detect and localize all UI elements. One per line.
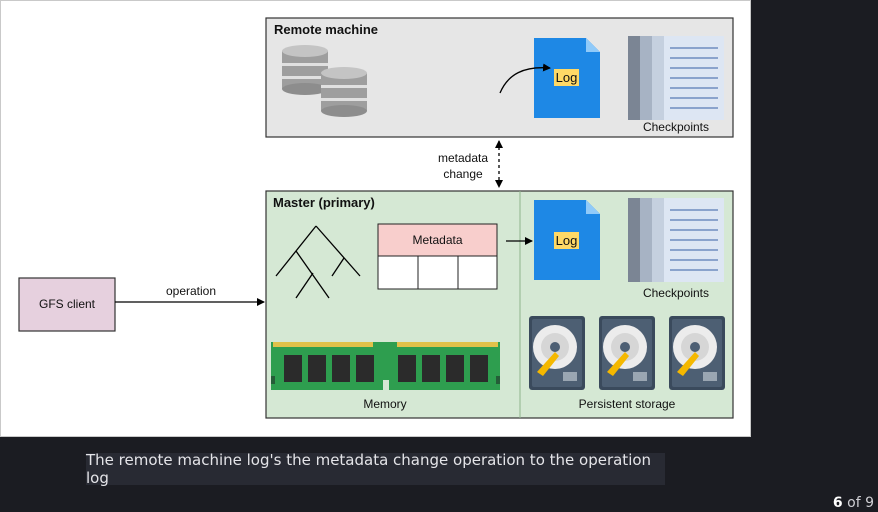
- memory-label: Memory: [363, 397, 406, 411]
- master-log-icon: Log: [534, 200, 600, 280]
- gfs-client-label: GFS client: [39, 297, 96, 311]
- master-box: Master (primary) Metadata Log Checkpoint: [265, 190, 734, 419]
- persistent-storage-label: Persistent storage: [579, 397, 676, 411]
- master-log-label: Log: [556, 233, 578, 248]
- slide-caption: The remote machine log's the metadata ch…: [86, 451, 665, 487]
- master-checkpoints-label: Checkpoints: [643, 286, 709, 300]
- operation-label: operation: [166, 284, 216, 298]
- remote-machine-box: Remote machine Log Checkpoints: [265, 17, 734, 138]
- gfs-diagram: Remote machine Log Checkpoints metadata …: [18, 17, 734, 419]
- caption-text: The remote machine log's the metadata ch…: [86, 451, 652, 487]
- hard-drive-icon: [669, 316, 725, 390]
- metadata-change-label-line1: metadata: [438, 151, 488, 165]
- hard-drive-icon: [529, 316, 585, 390]
- remote-checkpoints-label: Checkpoints: [643, 120, 709, 134]
- master-checkpoints-icon: [627, 197, 725, 283]
- slide-pager: 6 of 9: [833, 495, 874, 511]
- log-write-arrow: [499, 63, 551, 94]
- tree-icon: [275, 225, 361, 299]
- remote-checkpoints-icon: [627, 35, 725, 121]
- remote-machine-title: Remote machine: [274, 22, 378, 37]
- metadata-change-label-line2: change: [443, 167, 483, 181]
- remote-log-icon: Log: [534, 38, 600, 118]
- remote-log-label: Log: [556, 70, 578, 85]
- gfs-client-box: GFS client: [18, 277, 116, 332]
- pager-separator: of: [847, 495, 861, 511]
- pager-total: 9: [865, 495, 874, 511]
- master-title: Master (primary): [273, 195, 375, 210]
- metadata-label: Metadata: [412, 233, 462, 247]
- pager-current: 6: [832, 495, 843, 511]
- hard-drive-icon: [599, 316, 655, 390]
- metadata-table: Metadata: [377, 223, 498, 290]
- memory-ram-icon: [271, 342, 500, 390]
